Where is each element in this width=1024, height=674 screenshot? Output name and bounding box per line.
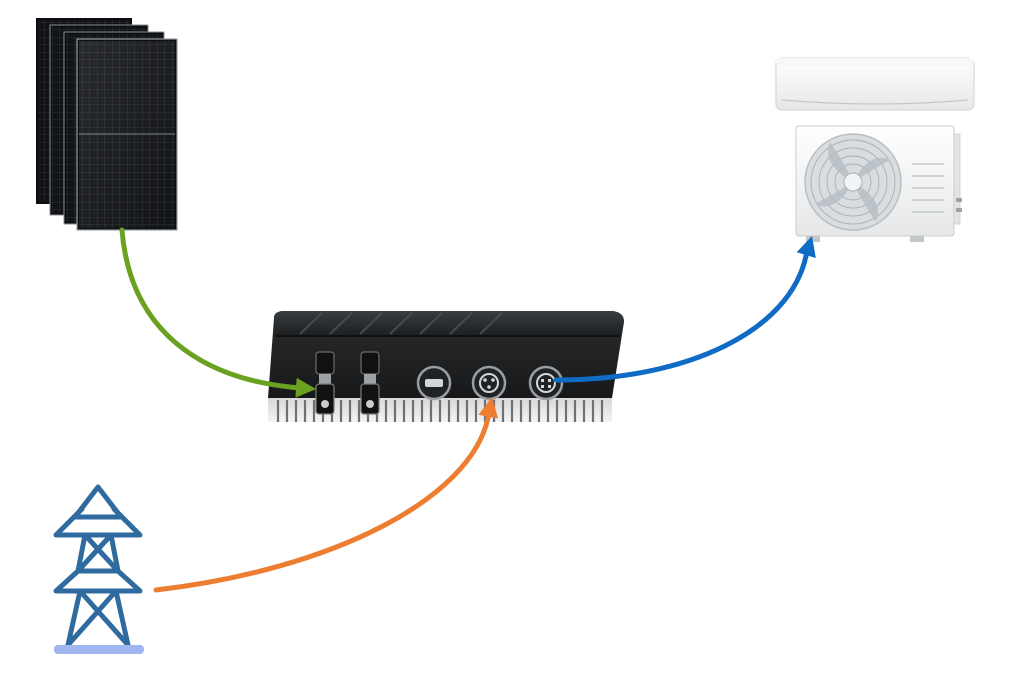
arrow-solar-panels-to-inverter — [119, 227, 316, 398]
arrow-line — [119, 227, 303, 391]
communication-port — [416, 365, 452, 401]
load-ac-port — [528, 365, 564, 401]
split-air-conditioner-icon — [775, 57, 975, 242]
fan-blades — [815, 142, 890, 222]
ac-indoor-unit — [775, 57, 975, 111]
hybrid-inverter-icon — [268, 311, 624, 422]
solar-panel-array-icon — [36, 18, 178, 231]
ac-side-vents — [912, 163, 944, 213]
pv-connector-positive — [315, 351, 335, 415]
arrow-inverter-to-air-conditioner — [553, 236, 816, 383]
pv-connector-negative — [360, 351, 380, 415]
arrow-head-icon — [796, 236, 816, 259]
arrow-head-icon — [295, 377, 316, 398]
connection-arrows — [119, 227, 816, 593]
top-ridges — [299, 312, 503, 335]
arrow-line — [553, 253, 809, 383]
ac-outdoor-unit — [795, 125, 962, 242]
grid-ac-port — [471, 365, 507, 401]
fan-grille — [810, 139, 896, 225]
arrow-grid-to-inverter — [153, 397, 499, 593]
arrow-line — [153, 415, 491, 593]
solar-panel — [76, 38, 178, 231]
transmission-tower-icon — [53, 484, 144, 654]
arrow-head-icon — [478, 397, 499, 419]
